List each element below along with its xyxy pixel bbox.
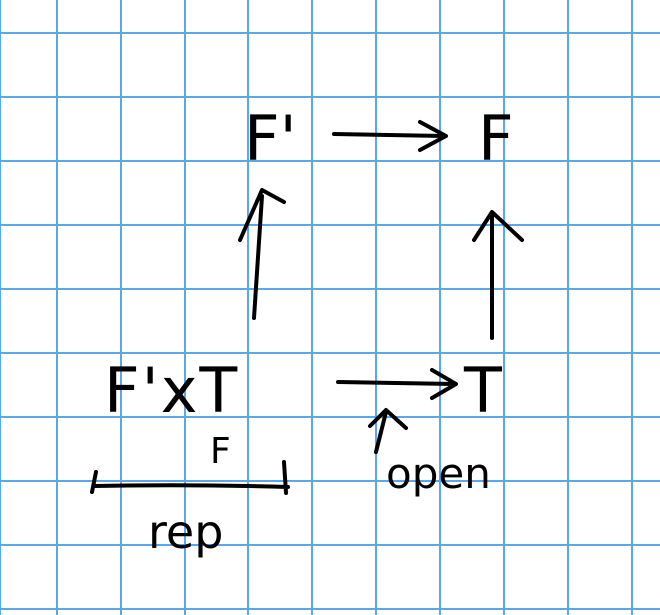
arrow-left-vertical xyxy=(238,188,286,320)
node-top-left: F' xyxy=(244,102,297,175)
annotation-pointer-arrow xyxy=(368,408,408,454)
arrow-right-vertical xyxy=(472,210,524,340)
annotation-label-open: open xyxy=(386,449,491,498)
node-bottom-left: F'xT xyxy=(104,354,239,427)
node-bottom-right: T xyxy=(463,354,503,427)
node-top-right: F xyxy=(478,102,514,175)
arrow-bottom-horizontal xyxy=(336,368,458,400)
bracket-small-label: F xyxy=(210,431,231,472)
underbrace-bracket xyxy=(90,460,290,495)
arrow-top-horizontal xyxy=(332,120,448,152)
bracket-label-rep: rep xyxy=(148,505,223,559)
